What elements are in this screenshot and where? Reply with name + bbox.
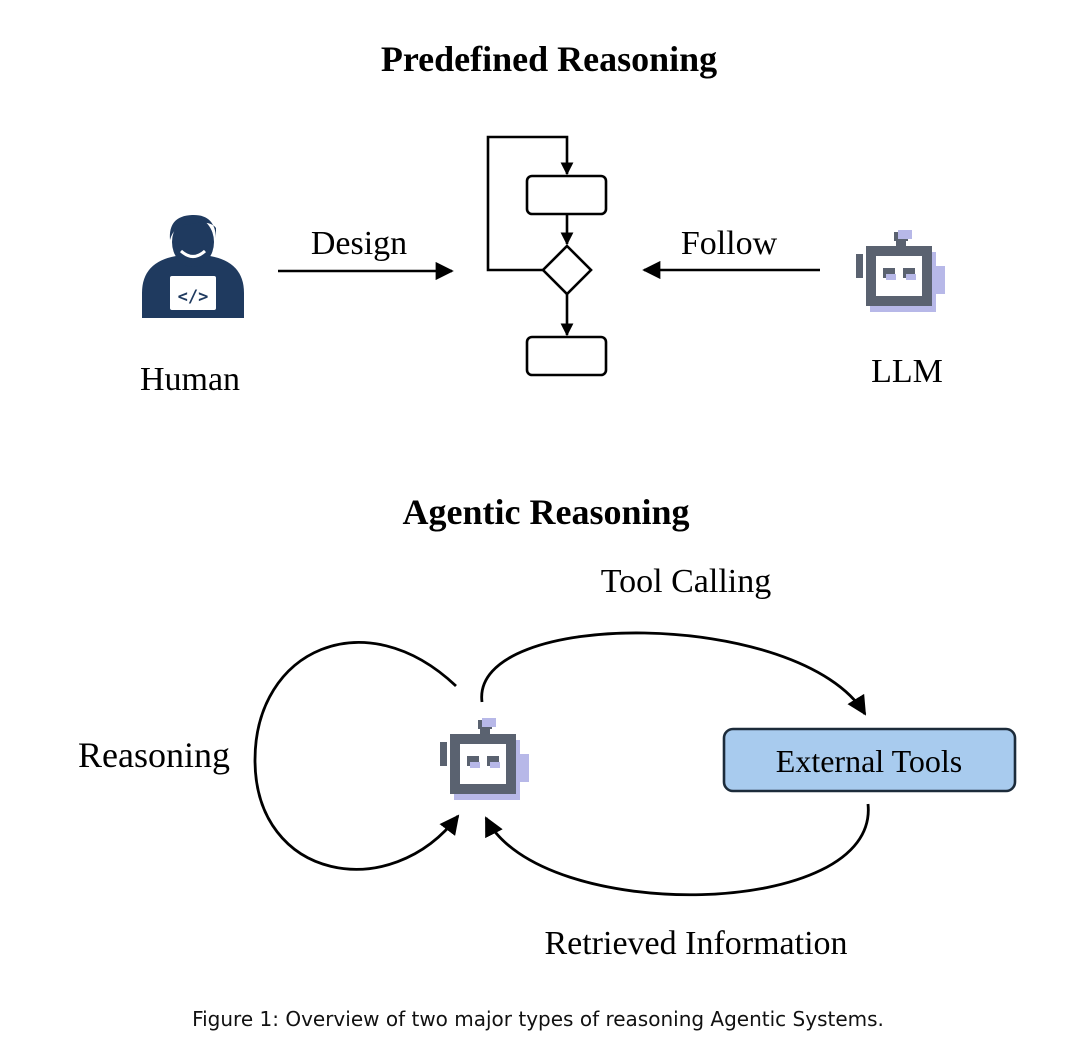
flow-decision — [541, 244, 593, 296]
figure-caption: Figure 1: Overview of two major types of… — [192, 1007, 884, 1031]
tool-calling-label: Tool Calling — [601, 563, 771, 600]
retrieved-information-arrow — [484, 803, 870, 897]
reasoning-loop-arrow — [253, 641, 460, 871]
robot-icon — [856, 230, 945, 312]
diagram-canvas: Predefined Reasoning </> Human Design Fo… — [78, 39, 1017, 962]
external-tools-box — [722, 727, 1017, 793]
flow-loop-arrow — [486, 135, 574, 272]
follow-label: Follow — [681, 225, 778, 262]
flow-process-top — [525, 174, 608, 216]
agentic-title: Agentic Reasoning — [403, 492, 690, 532]
human-label: Human — [140, 361, 240, 398]
flow-process-bottom — [525, 335, 608, 377]
retrieved-information-label: Retrieved Information — [544, 925, 847, 962]
reasoning-label: Reasoning — [78, 735, 230, 775]
robot-icon — [440, 718, 529, 800]
external-tools-label: External Tools — [776, 743, 962, 779]
llm-label: LLM — [871, 353, 943, 390]
code-glyph: </> — [178, 287, 209, 307]
tool-calling-arrow — [480, 631, 867, 716]
design-label: Design — [311, 225, 407, 262]
predefined-title: Predefined Reasoning — [381, 39, 717, 79]
human-icon — [142, 214, 244, 318]
flowchart — [486, 135, 608, 377]
